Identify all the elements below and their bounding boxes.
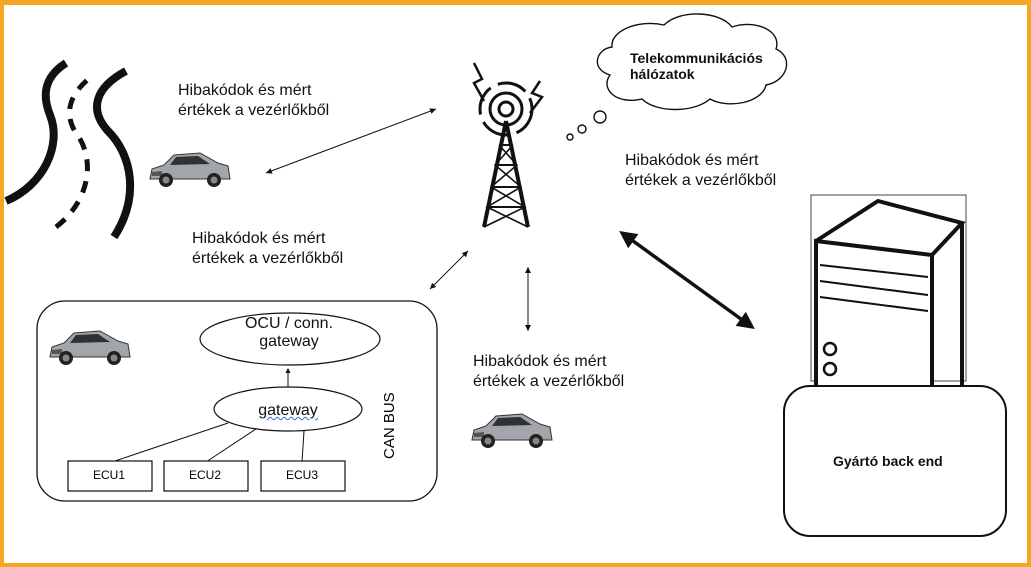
backend-box <box>783 385 1007 537</box>
ecu1-label: ECU1 <box>93 468 126 482</box>
ecu2-label: ECU2 <box>189 468 222 482</box>
top-left-label: Hibakódok és mért értékek a vezérlőkből <box>178 82 330 119</box>
gateway-label: gateway <box>258 402 318 419</box>
backend-label: Gyártó back end <box>833 453 943 469</box>
road-icon <box>4 59 135 240</box>
ocu-label: OCU / conn. gateway <box>224 315 354 351</box>
ocu-text: OCU / conn. gateway <box>244 315 334 350</box>
ecu2-box <box>163 460 249 492</box>
right-label: Hibakódok és mért értékek a vezérlőkből <box>625 152 777 189</box>
server-icon <box>810 194 967 420</box>
car-icon <box>149 152 231 188</box>
radio-tower-icon <box>472 62 544 228</box>
bus-line <box>301 430 305 463</box>
diagram-canvas <box>4 13 1007 537</box>
middle-left-label: Hibakódok és mért értékek a vezérlőkből <box>192 230 344 267</box>
ecu1-box <box>67 460 153 492</box>
cloud-label: Telekommunikációs hálózatok <box>630 50 763 82</box>
car-icon <box>49 330 131 366</box>
bus-line <box>205 428 257 463</box>
bus-line <box>111 422 229 463</box>
ocu-ellipse <box>199 312 381 366</box>
can-bus-label: CAN BUS <box>381 392 398 459</box>
bottom-label: Hibakódok és mért értékek a vezérlőkből <box>473 353 625 390</box>
car-icon <box>471 413 553 449</box>
ecu3-label: ECU3 <box>286 468 319 482</box>
tower-backend-arrow <box>619 230 755 330</box>
car-tower-arrow <box>265 108 437 174</box>
vehicle-network-box <box>36 300 438 502</box>
network-tower-arrow <box>429 250 469 290</box>
ecu3-box <box>260 460 346 492</box>
cloud-icon <box>566 13 788 141</box>
